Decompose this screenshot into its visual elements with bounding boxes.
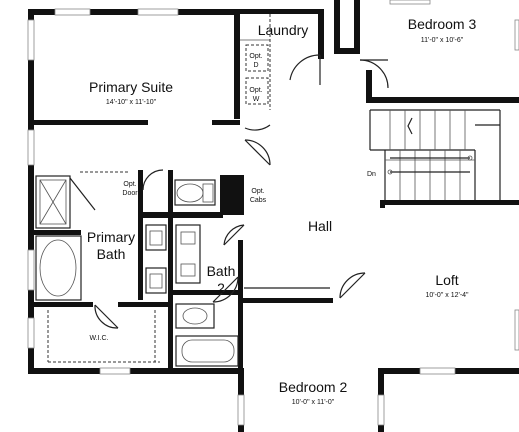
room-labels: Laundry Bedroom 3 11'-0" x 10'-6" Primar… xyxy=(87,16,477,406)
opt-door-line1: Opt. xyxy=(123,181,136,188)
opt-washer-line2: W xyxy=(253,96,260,103)
laundry-label: Laundry xyxy=(258,22,309,38)
opt-door-line2: Door xyxy=(122,190,138,197)
primary-bath-label-line2: Bath xyxy=(97,246,126,262)
opt-dryer-line2: D xyxy=(253,62,258,69)
staircase xyxy=(369,109,501,200)
laundry-fixtures xyxy=(240,14,271,110)
opt-cabs-line1: Opt. xyxy=(251,188,264,195)
bedroom3-label: Bedroom 3 xyxy=(408,16,477,32)
wic-shelving xyxy=(47,310,160,363)
bath2-label-line2: 2 xyxy=(217,280,225,296)
bedroom2-label: Bedroom 2 xyxy=(279,379,348,395)
loft-label: Loft xyxy=(435,272,458,288)
loft-dimensions: 10'-0" x 12'-4" xyxy=(425,292,469,299)
hall-label: Hall xyxy=(308,218,332,234)
windows xyxy=(27,0,519,426)
stairs-down-label: Dn xyxy=(367,171,376,178)
bath2-fixtures xyxy=(175,224,330,367)
wic-label: W.I.C. xyxy=(89,335,108,342)
walls xyxy=(28,0,519,432)
primary-bath-fixtures xyxy=(35,171,216,301)
bedroom3-dimensions: 11'-0" x 10'-6" xyxy=(421,37,464,44)
option-notes: Opt. D Opt. W Opt. Door Opt. Cabs Dn xyxy=(122,53,376,204)
primary-suite-dimensions: 14'-10" x 11'-10" xyxy=(106,99,157,106)
primary-suite-label: Primary Suite xyxy=(89,79,173,95)
opt-dryer-line1: Opt. xyxy=(249,53,262,60)
doors xyxy=(94,54,389,329)
bedroom2-dimensions: 10'-0" x 11'-0" xyxy=(292,399,335,406)
bath2-label-line1: Bath xyxy=(207,263,236,279)
primary-bath-label-line1: Primary xyxy=(87,229,135,245)
opt-washer-line1: Opt. xyxy=(249,87,262,94)
opt-cabs-line2: Cabs xyxy=(250,197,267,204)
